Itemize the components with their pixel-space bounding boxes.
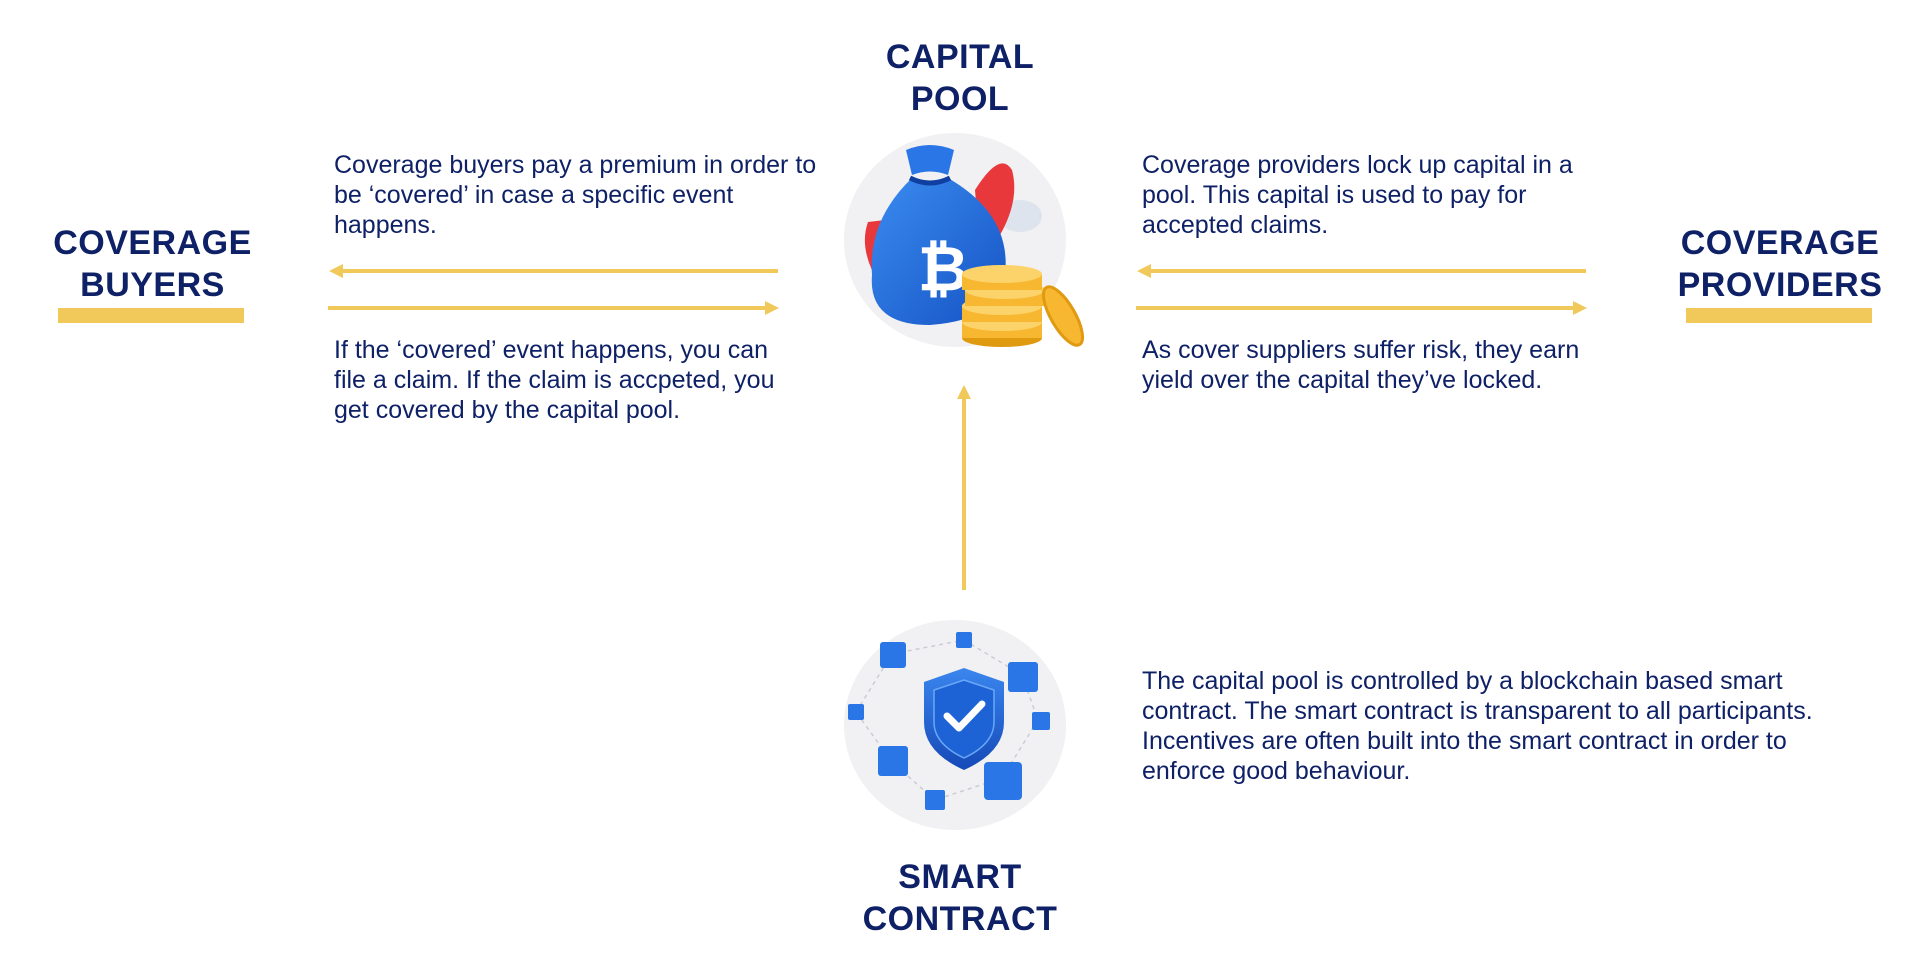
- smart-contract-title-line1: SMART: [898, 858, 1022, 896]
- coverage-providers-title-line1: COVERAGE: [1680, 224, 1880, 262]
- providers-yield-text: As cover suppliers suffer risk, they ear…: [1142, 336, 1580, 394]
- coverage-buyers-title-line1: COVERAGE: [53, 224, 252, 262]
- smart-contract-control-arrow: [957, 385, 971, 590]
- money-bag-bitcoin-icon: ₿: [864, 145, 1084, 347]
- buyers-claim-arrow: [328, 301, 779, 315]
- capital-pool-title-line2: POOL: [910, 80, 1010, 118]
- buyers-premium-arrow: [329, 264, 778, 278]
- buyers-premium-text: Coverage buyers pay a premium in order t…: [334, 151, 817, 239]
- smart-contract-title: SMART CONTRACT: [840, 856, 1080, 940]
- coverage-buyers-title: COVERAGE BUYERS: [40, 222, 265, 306]
- providers-lock-text: Coverage providers lock up capital in a …: [1142, 151, 1573, 239]
- coverage-buyers-title-line2: BUYERS: [80, 266, 225, 304]
- smart-contract-title-line2: CONTRACT: [862, 900, 1058, 938]
- buyers-claim-text: If the ‘covered’ event happens, you can …: [334, 336, 775, 424]
- coverage-buyers-underline: [58, 308, 244, 323]
- smart-contract-desc-text: The capital pool is controlled by a bloc…: [1142, 667, 1813, 785]
- capital-pool-title: CAPITAL POOL: [860, 36, 1060, 120]
- svg-text:₿: ₿: [918, 232, 969, 305]
- coverage-providers-title-line2: PROVIDERS: [1677, 266, 1883, 304]
- coverage-providers-underline: [1686, 308, 1872, 323]
- providers-yield-arrow: [1136, 301, 1587, 315]
- coin-stack-icon: [962, 265, 1084, 347]
- providers-lock-arrow: [1137, 264, 1586, 278]
- capital-pool-title-line1: CAPITAL: [885, 38, 1035, 76]
- coverage-providers-title: COVERAGE PROVIDERS: [1655, 222, 1905, 306]
- shield-check-network-icon: [848, 632, 1050, 810]
